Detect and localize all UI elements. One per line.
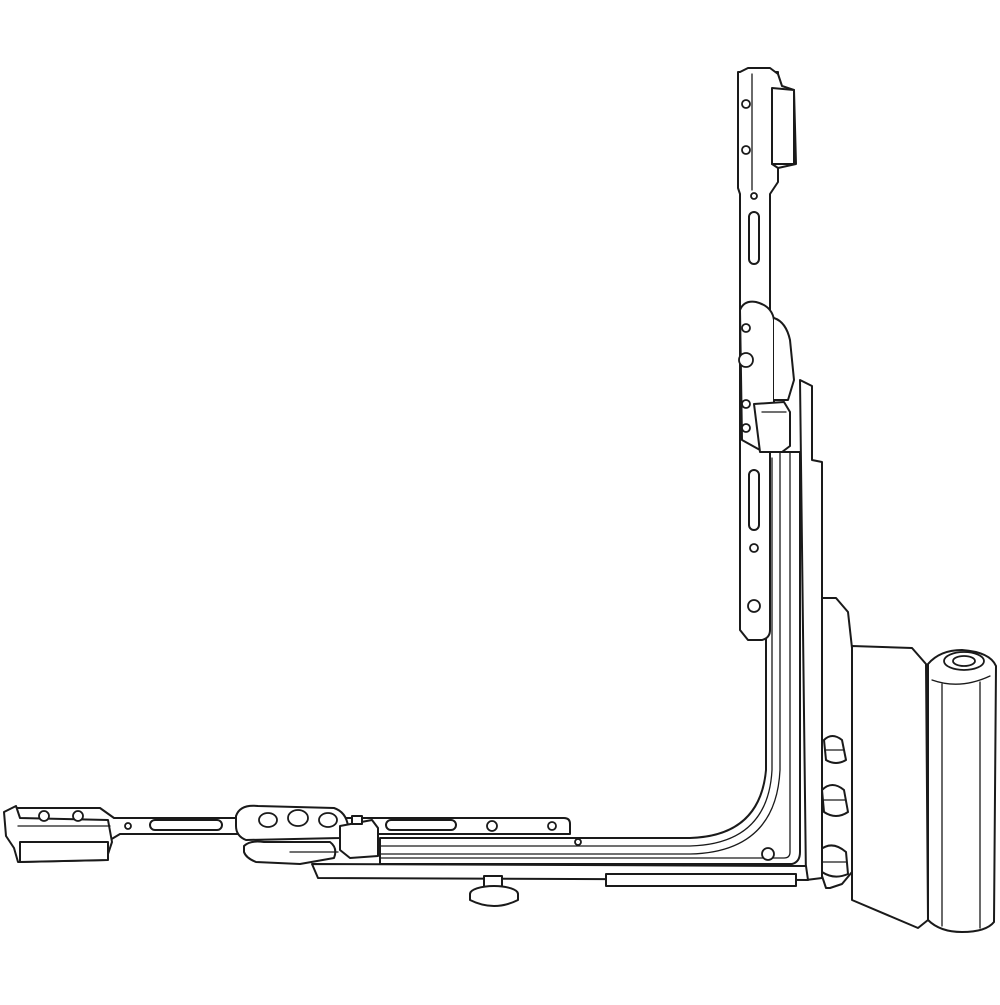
horizontal-connecting-bar bbox=[3, 804, 571, 865]
plate-screw-2 bbox=[821, 784, 849, 817]
vertical-connecting-bar bbox=[737, 67, 797, 641]
plate-screw-3 bbox=[819, 844, 849, 878]
hinge-body bbox=[819, 597, 997, 933]
roller-pin bbox=[469, 875, 519, 907]
plate-screw-1 bbox=[823, 735, 847, 764]
corner-profile bbox=[311, 379, 823, 887]
